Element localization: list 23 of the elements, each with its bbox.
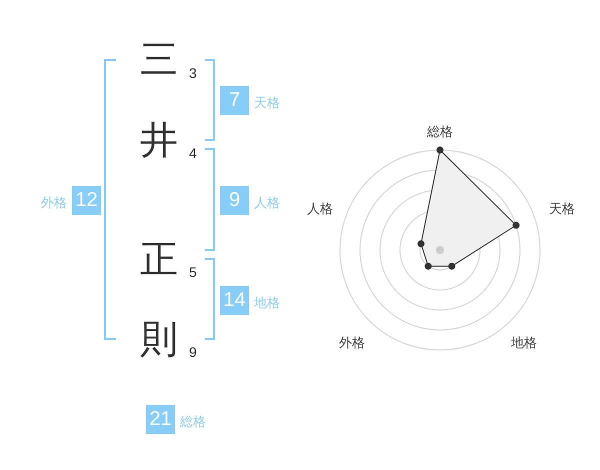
stroke-count: 5 <box>189 265 197 279</box>
score-box: 7 <box>220 86 249 115</box>
axis-label: 外格 <box>339 336 365 348</box>
axis-label: 地格 <box>511 336 537 348</box>
score-label: 地格 <box>254 296 280 309</box>
score-box: 14 <box>220 286 249 315</box>
name-character: 井 <box>140 122 178 160</box>
stroke-count: 4 <box>189 146 197 160</box>
axis-label: 総格 <box>427 124 453 138</box>
score-box: 21 <box>146 405 175 434</box>
score-box: 9 <box>220 186 249 215</box>
score-label: 外格 <box>41 196 67 209</box>
stroke-count: 3 <box>189 66 197 80</box>
name-character: 正 <box>140 241 178 279</box>
stroke-count: 9 <box>189 345 197 359</box>
axis-label: 天格 <box>549 202 575 214</box>
score-label: 天格 <box>254 96 280 109</box>
axis-label: 人格 <box>307 202 333 214</box>
name-character: 三 <box>140 41 178 79</box>
score-label: 人格 <box>254 196 280 209</box>
score-label: 総格 <box>180 415 206 428</box>
name-character: 則 <box>140 321 178 359</box>
score-box: 12 <box>72 186 101 215</box>
